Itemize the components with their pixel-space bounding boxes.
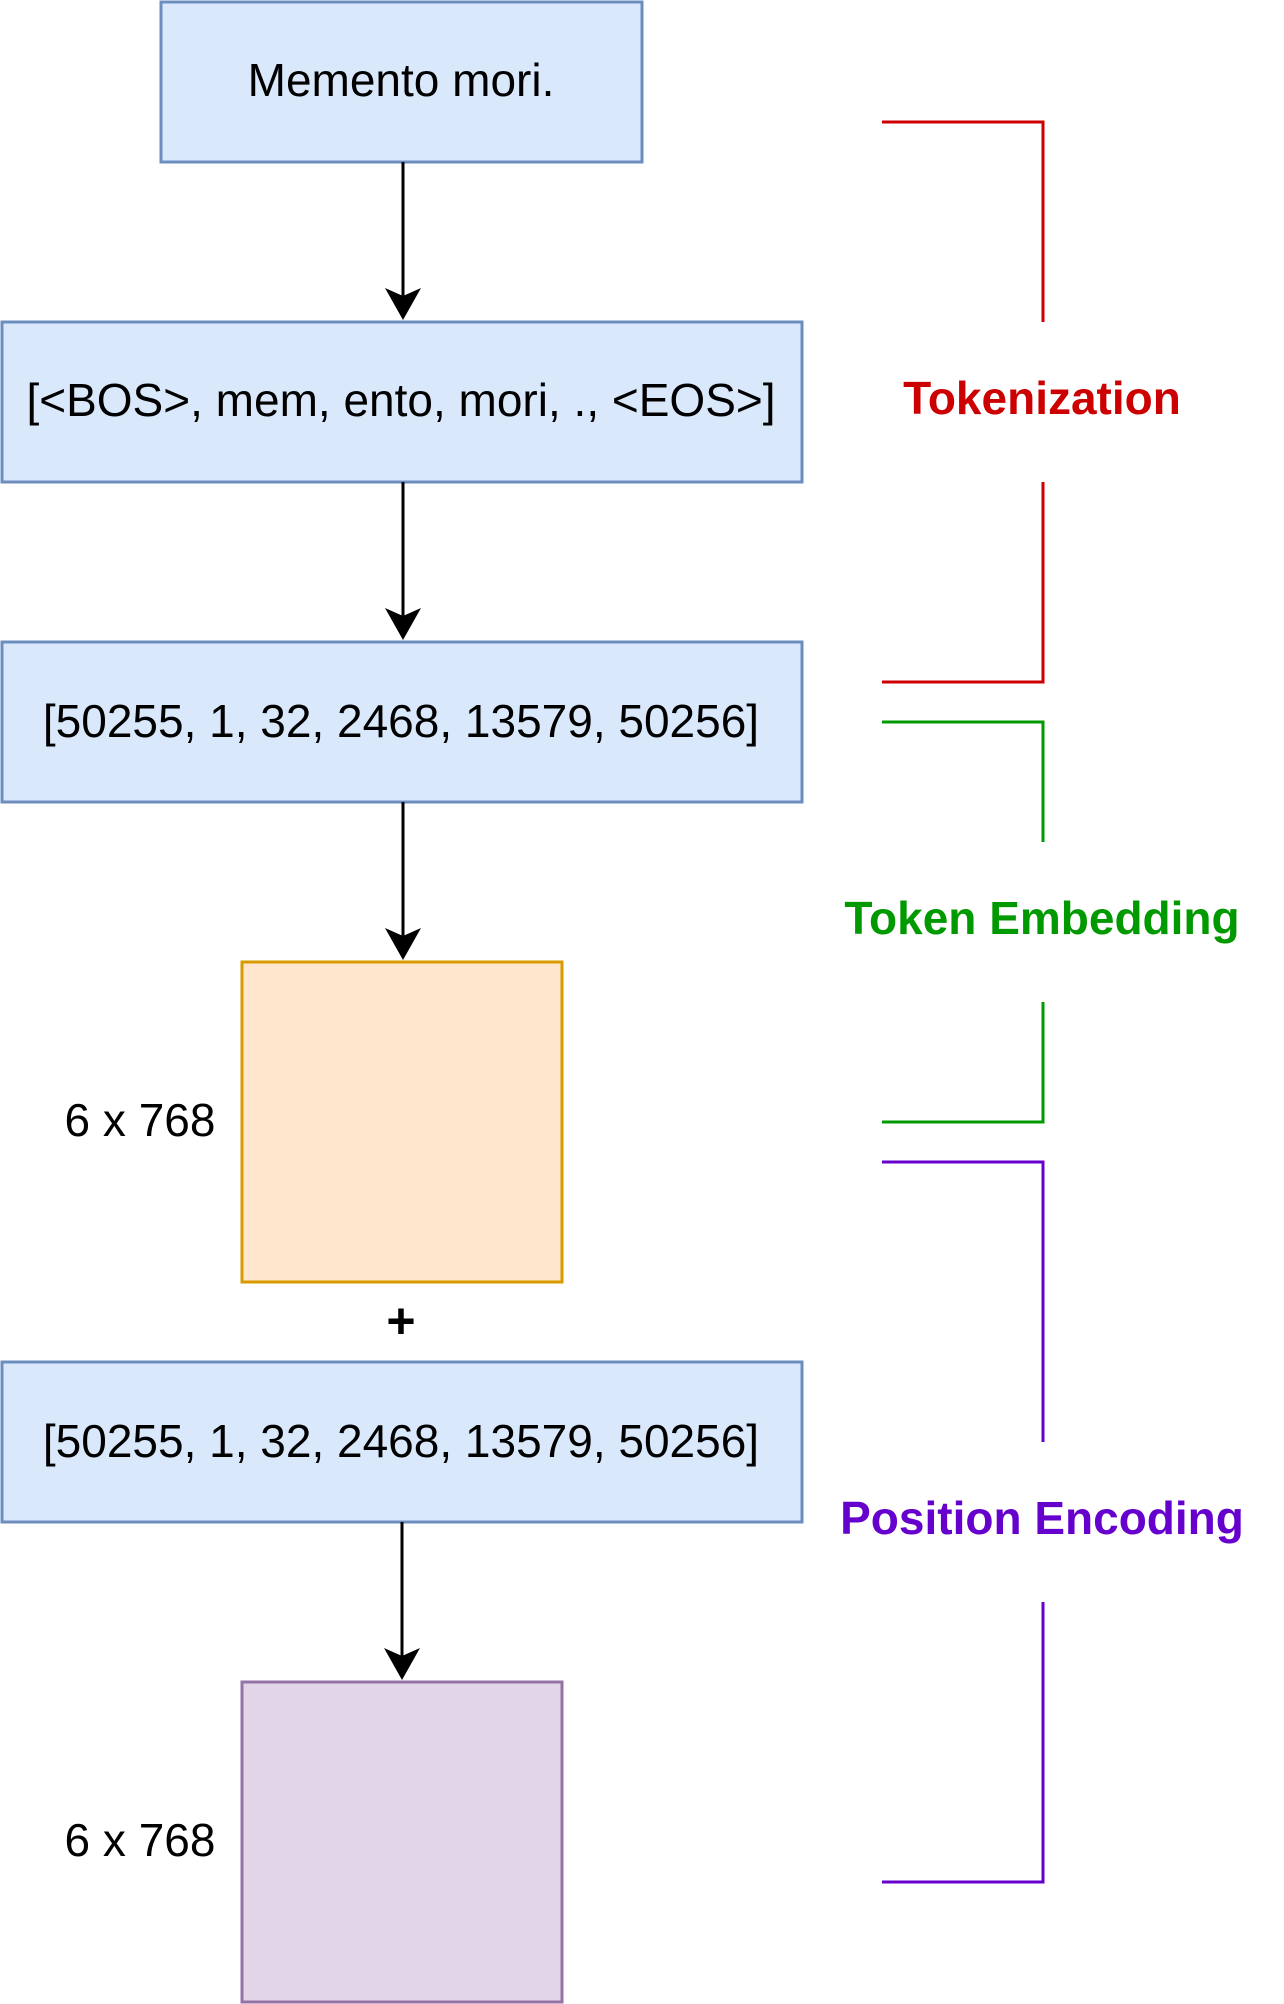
arrow-position-to-output [384,1522,420,1680]
position-encoding-label: Position Encoding [840,1492,1244,1544]
embedding-matrix-node [240,960,564,1284]
tokens-node: [<BOS>, mem, ento, mori, ., <EOS>] [0,320,804,484]
token-ids-label: [50255, 1, 32, 2468, 13579, 50256] [43,695,759,747]
position-encoding-bracket [882,1160,1045,1884]
plus-sign: + [386,1293,415,1349]
position-ids-node: [50255, 1, 32, 2468, 13579, 50256] [0,1360,804,1524]
output-matrix-node [240,1680,564,2004]
position-ids-label: [50255, 1, 32, 2468, 13579, 50256] [43,1415,759,1467]
output-dims-label: 6 x 768 [65,1814,216,1866]
input-text-label: Memento mori. [248,54,555,106]
tokenization-label: Tokenization [903,372,1181,424]
tokenization-bracket [882,120,1045,684]
arrow-tokens-to-ids [385,482,421,640]
token-embedding-label: Token Embedding [844,892,1239,944]
token-ids-node: [50255, 1, 32, 2468, 13579, 50256] [0,640,804,804]
tokens-label: [<BOS>, mem, ento, mori, ., <EOS>] [26,374,775,426]
arrow-ids-to-embedding [385,802,421,960]
embedding-dims-label: 6 x 768 [65,1094,216,1146]
input-text-node: Memento mori. [159,0,644,164]
arrow-input-to-tokens [385,162,421,320]
token-embedding-bracket [882,720,1045,1124]
